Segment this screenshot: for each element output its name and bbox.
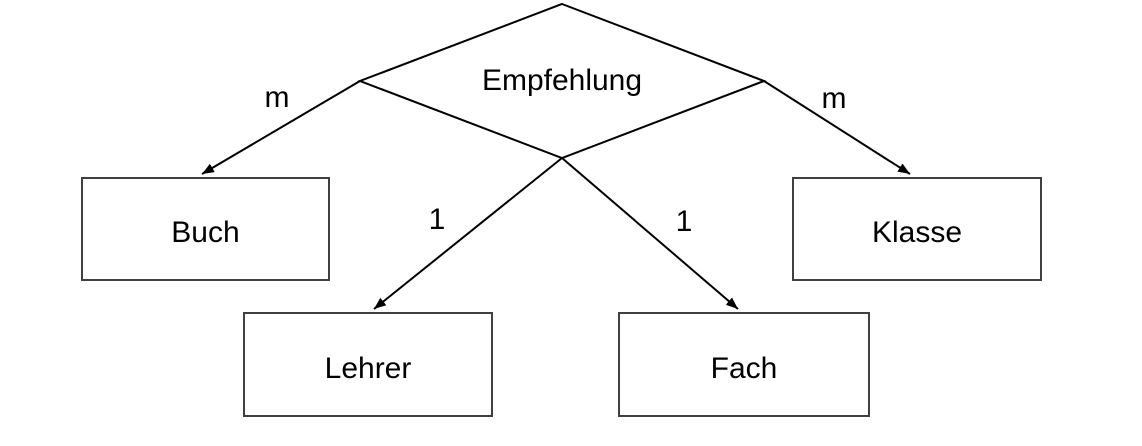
cardinality-label-buch: m	[264, 81, 290, 114]
edge-empfehlung-buch	[201, 80, 361, 175]
entity-label-lehrer: Lehrer	[324, 351, 412, 385]
cardinality-label-fach: 1	[675, 205, 693, 238]
entity-box-klasse: Klasse	[792, 177, 1042, 281]
entity-label-fach: Fach	[710, 351, 778, 385]
entity-box-fach: Fach	[618, 312, 870, 417]
entity-label-klasse: Klasse	[871, 216, 963, 249]
edge-empfehlung-klasse	[763, 80, 911, 175]
entity-box-lehrer: Lehrer	[243, 312, 493, 417]
cardinality-label-lehrer: 1	[428, 203, 446, 236]
edge-empfehlung-fach	[561, 157, 739, 310]
entity-box-buch: Buch	[81, 177, 330, 281]
edge-empfehlung-lehrer	[373, 157, 563, 310]
entity-label-buch: Buch	[171, 216, 240, 249]
cardinality-label-klasse: m	[821, 82, 847, 115]
relationship-diamond-shape	[357, 2, 767, 160]
